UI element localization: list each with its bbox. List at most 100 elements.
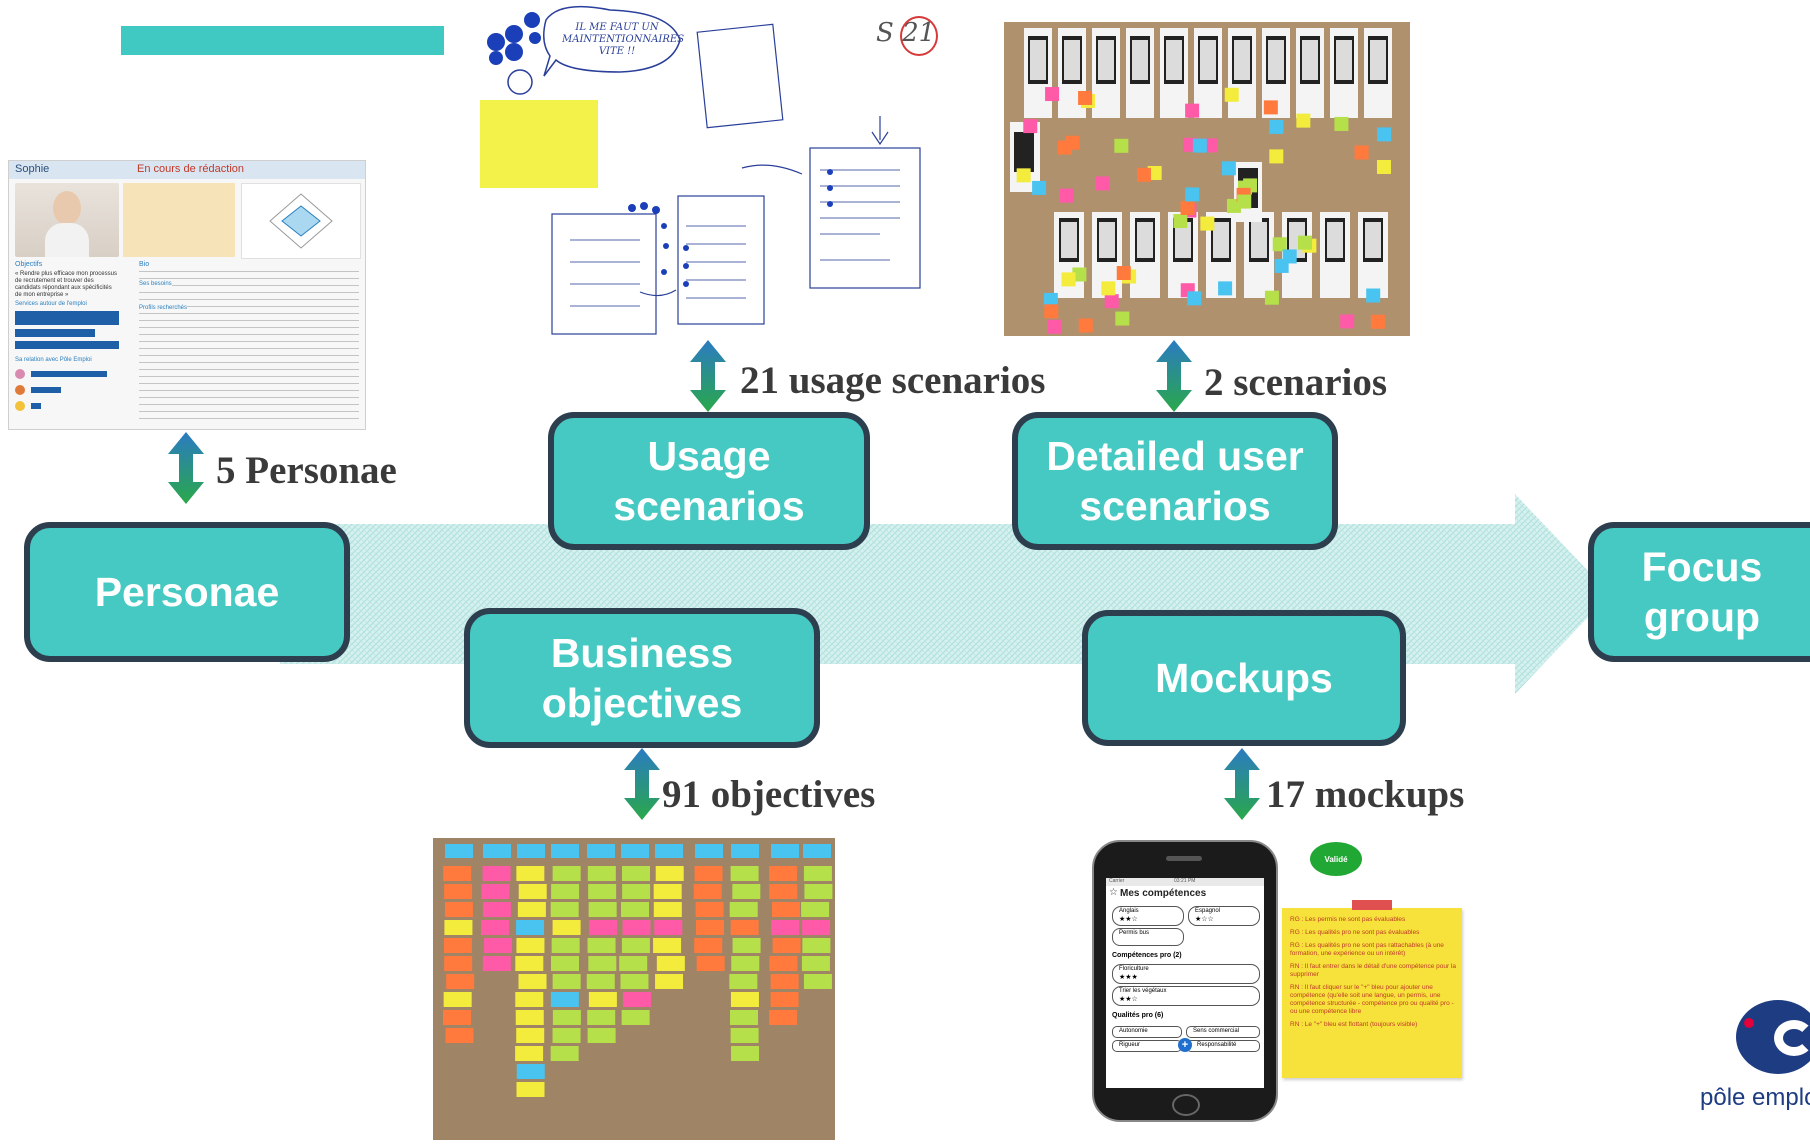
sticky-note <box>516 866 545 881</box>
sticky-note <box>1185 187 1200 202</box>
persona-name: Sophie <box>15 163 50 175</box>
sticky-note <box>1032 180 1047 195</box>
sticky-note <box>588 920 617 935</box>
sticky-note <box>516 1082 545 1097</box>
sticky-note <box>552 1010 581 1025</box>
sticky-note <box>621 938 650 953</box>
sticky-note <box>1016 168 1031 183</box>
sticky-note <box>1224 87 1239 102</box>
mockup-title: Mes compétences <box>1120 888 1207 899</box>
sticky-note <box>444 902 473 917</box>
sticky-note <box>622 992 651 1007</box>
persona-needs-heading: Ses besoins <box>139 281 172 287</box>
mockup-add-icon: + <box>1178 1038 1192 1052</box>
sticky-note <box>653 938 682 953</box>
scenario-sketch-image: IL ME FAUT UN MAINTENTIONNAIRES VITE !! … <box>480 0 958 340</box>
node-detailed-scenarios: Detailed user scenarios <box>1012 412 1338 550</box>
mockup-qual-item: Responsabilité <box>1186 1040 1260 1052</box>
mockup-skill-permis: Permis bus <box>1112 928 1184 946</box>
sticky-note <box>1263 100 1278 115</box>
sticky-note <box>484 938 513 953</box>
mockup-pro-section: Compétences pro (2) <box>1112 952 1182 959</box>
title-bar <box>121 26 444 55</box>
persona-relation-heading: Sa relation avec Pôle Emploi <box>15 357 92 363</box>
sticky-note <box>1221 161 1236 176</box>
persona-services-heading: Services autour de l'emploi <box>15 301 87 307</box>
sticky-note <box>801 902 830 917</box>
column-header-note <box>551 844 579 858</box>
scenario-wall-photo <box>1004 22 1410 336</box>
sticky-note <box>769 1010 798 1025</box>
rule-line: RG : Les qualités pro ne sont pas évalua… <box>1290 929 1420 936</box>
sticky-note <box>550 956 579 971</box>
sticky-note <box>1296 113 1311 128</box>
sticky-note <box>588 884 617 899</box>
sticky-note <box>551 938 580 953</box>
sticky-note <box>653 902 682 917</box>
sticky-note <box>1354 145 1369 160</box>
column-header-note <box>587 844 615 858</box>
sticky-note <box>730 920 759 935</box>
valid-badge: Validé <box>1310 842 1362 876</box>
sticky-note <box>515 1010 544 1025</box>
sticky-note <box>1200 216 1215 231</box>
sticky-note <box>516 938 545 953</box>
sticky-note <box>653 884 682 899</box>
sticky-note <box>481 920 510 935</box>
sticky-note <box>445 1028 474 1043</box>
sticky-note <box>1203 138 1218 153</box>
sketch-bubble-text: IL ME FAUT UN MAINTENTIONNAIRES VITE !! <box>562 22 685 57</box>
mockup-pro-item: Floriculture★★★ <box>1112 964 1260 984</box>
persona-card-image: Sophie En cours de rédaction Objectifs «… <box>8 160 366 430</box>
persona-bio-lines <box>139 271 359 421</box>
sticky-note <box>730 1010 759 1025</box>
sticky-note <box>620 974 649 989</box>
mockup-qual-item: Autonomie <box>1112 1026 1182 1038</box>
sticky-note <box>769 956 798 971</box>
sticky-note <box>622 920 651 935</box>
rule-line: RN : Il faut cliquer sur le "+" bleu pou… <box>1290 984 1454 1015</box>
sticky-note <box>552 974 581 989</box>
persona-objective-text: « Rendre plus efficace mon processus de … <box>15 271 117 298</box>
sticky-note <box>1272 237 1287 252</box>
mockup-skill-anglais: Anglais★★☆ <box>1112 906 1184 926</box>
persona-radar <box>241 183 361 259</box>
sticky-note <box>1044 304 1059 319</box>
metric-detailed: 2 scenarios <box>1204 361 1388 404</box>
sticky-note <box>446 974 475 989</box>
sticky-note <box>587 1028 616 1043</box>
mockup-qual-item: Rigueur <box>1112 1040 1182 1052</box>
sticky-note <box>1095 176 1110 191</box>
sticky-note <box>1045 87 1060 102</box>
sticky-note <box>1115 311 1130 326</box>
node-usage-scenarios: Usage scenarios <box>548 412 870 550</box>
sticky-note <box>1078 90 1093 105</box>
sticky-note <box>1269 149 1284 164</box>
sticky-note <box>655 866 684 881</box>
persona-status: En cours de rédaction <box>137 163 245 175</box>
sticky-note <box>1366 288 1381 303</box>
sticky-note <box>696 956 725 971</box>
node-focus-group: Focus group <box>1588 522 1810 662</box>
sticky-note <box>587 1010 616 1025</box>
sticky-note <box>1072 267 1087 282</box>
sticky-note <box>772 938 801 953</box>
sticky-note <box>732 884 761 899</box>
sticky-note <box>482 866 511 881</box>
updown-arrow-detailed <box>1156 340 1192 412</box>
sticky-note <box>1218 281 1233 296</box>
sticky-note <box>1370 314 1385 329</box>
sticky-note <box>515 992 544 1007</box>
sticky-note <box>551 884 580 899</box>
sticky-note <box>1078 318 1093 333</box>
sticky-note <box>694 938 723 953</box>
logo-text: pôle emploi <box>1700 1084 1810 1111</box>
sticky-note <box>587 938 616 953</box>
sticky-note <box>1059 188 1074 203</box>
sticky-note <box>1237 194 1252 209</box>
sticky-note <box>729 902 758 917</box>
metric-business: 91 objectives <box>662 773 876 816</box>
column-header-note <box>731 844 759 858</box>
mockup-qual-section: Qualités pro (6) <box>1112 1012 1164 1019</box>
